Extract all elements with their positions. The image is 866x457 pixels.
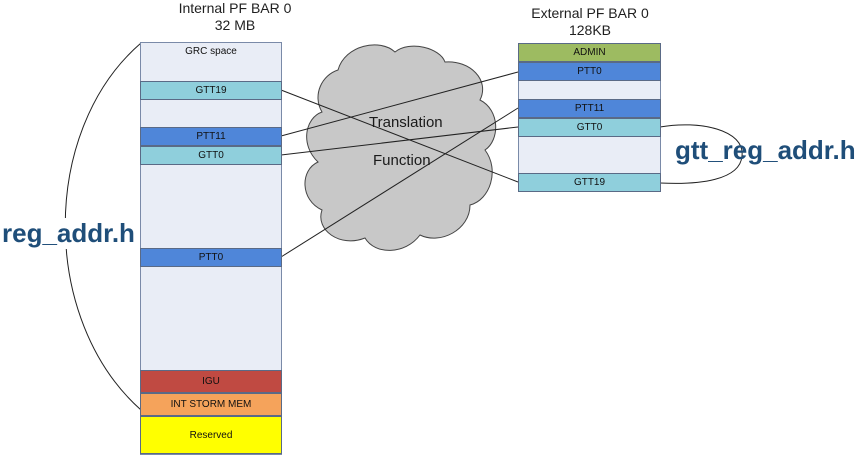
internal-ptt11: PTT11 <box>140 127 282 146</box>
external-gtt19: GTT19 <box>518 173 661 192</box>
internal-gtt19: GTT19 <box>140 81 282 100</box>
cloud-label-translation: Translation <box>369 114 443 131</box>
external-ptt11: PTT11 <box>518 99 661 118</box>
internal-ptt0: PTT0 <box>140 248 282 267</box>
gtt-reg-addr-brace <box>659 124 743 184</box>
reg-addr-label: reg_addr.h <box>2 218 135 249</box>
internal-igu: IGU <box>140 370 282 393</box>
internal-gtt0: GTT0 <box>140 146 282 165</box>
map-gtt0 <box>280 126 519 156</box>
external-title-line1: External PF BAR 0 <box>531 5 649 21</box>
external-admin: ADMIN <box>518 43 661 62</box>
internal-reserved: Reserved <box>140 416 282 454</box>
internal-int-storm-mem: INT STORM MEM <box>140 393 282 416</box>
map-ptt0 <box>280 107 519 258</box>
map-gtt19 <box>280 89 519 183</box>
internal-title: Internal PF BAR 0 32 MB <box>140 0 330 34</box>
map-ptt11 <box>280 71 519 137</box>
internal-title-line1: Internal PF BAR 0 <box>178 0 292 16</box>
gtt-reg-addr-label: gtt_reg_addr.h <box>675 135 856 165</box>
external-title: External PF BAR 0 128KB <box>495 5 685 39</box>
translation-cloud <box>304 44 497 251</box>
external-gtt0: GTT0 <box>518 118 661 137</box>
external-ptt0: PTT0 <box>518 62 661 81</box>
internal-title-line2: 32 MB <box>214 17 256 33</box>
external-title-line2: 128KB <box>568 22 612 38</box>
cloud-label-function: Function <box>373 152 431 169</box>
internal-grc-space: GRC space <box>141 43 281 63</box>
